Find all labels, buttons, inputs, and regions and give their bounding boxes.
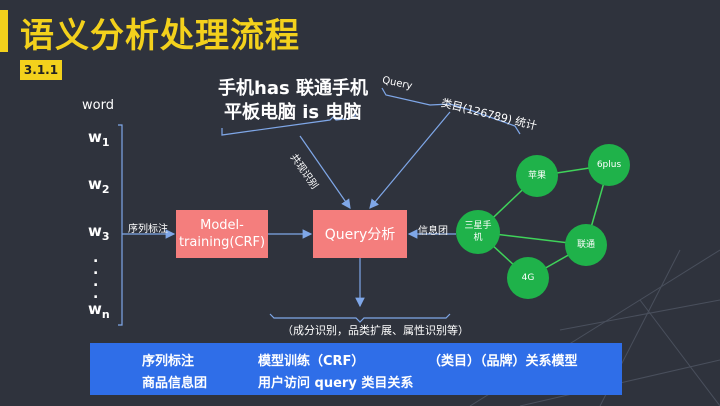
node-6plus: 6plus: [588, 144, 630, 186]
word-2: w2: [88, 175, 110, 196]
word-n: wn: [88, 300, 110, 321]
query-analysis-box: Query分析: [313, 210, 407, 258]
banner-info-group: 商品信息团: [142, 376, 208, 391]
page-title: 语义分析处理流程: [20, 16, 300, 56]
example-line-1: 手机has 联通手机: [218, 78, 368, 99]
node-apple: 苹果: [516, 155, 558, 197]
section-badge: 3.1.1: [20, 60, 62, 80]
node-samsung-phone: 三星手机: [456, 210, 500, 254]
banner-query-category: 用户访问 query 类目关系: [258, 376, 414, 391]
seq-label: 序列标注: [128, 224, 168, 235]
banner-relation-model: （类目）（品牌）关系模型: [428, 354, 578, 369]
info-group-label: 信息团: [418, 226, 448, 237]
word-1: w1: [88, 128, 110, 149]
banner-seq-label: 序列标注: [142, 354, 195, 369]
output-label: （成分识别，品类扩展、属性识别等）: [282, 324, 469, 337]
node-4g: 4G: [507, 257, 549, 299]
word-label: word: [82, 98, 114, 113]
model-training-box: Model-training(CRF): [176, 210, 268, 258]
word-ellipsis: . . . .: [93, 250, 99, 302]
example-line-2: 平板电脑 is 电脑: [224, 102, 362, 123]
node-unicom: 联通: [565, 224, 607, 266]
title-accent-bar: [0, 10, 8, 52]
summary-banner: [90, 343, 622, 395]
word-3: w3: [88, 222, 110, 243]
banner-crf-training: 模型训练（CRF）: [258, 354, 365, 369]
